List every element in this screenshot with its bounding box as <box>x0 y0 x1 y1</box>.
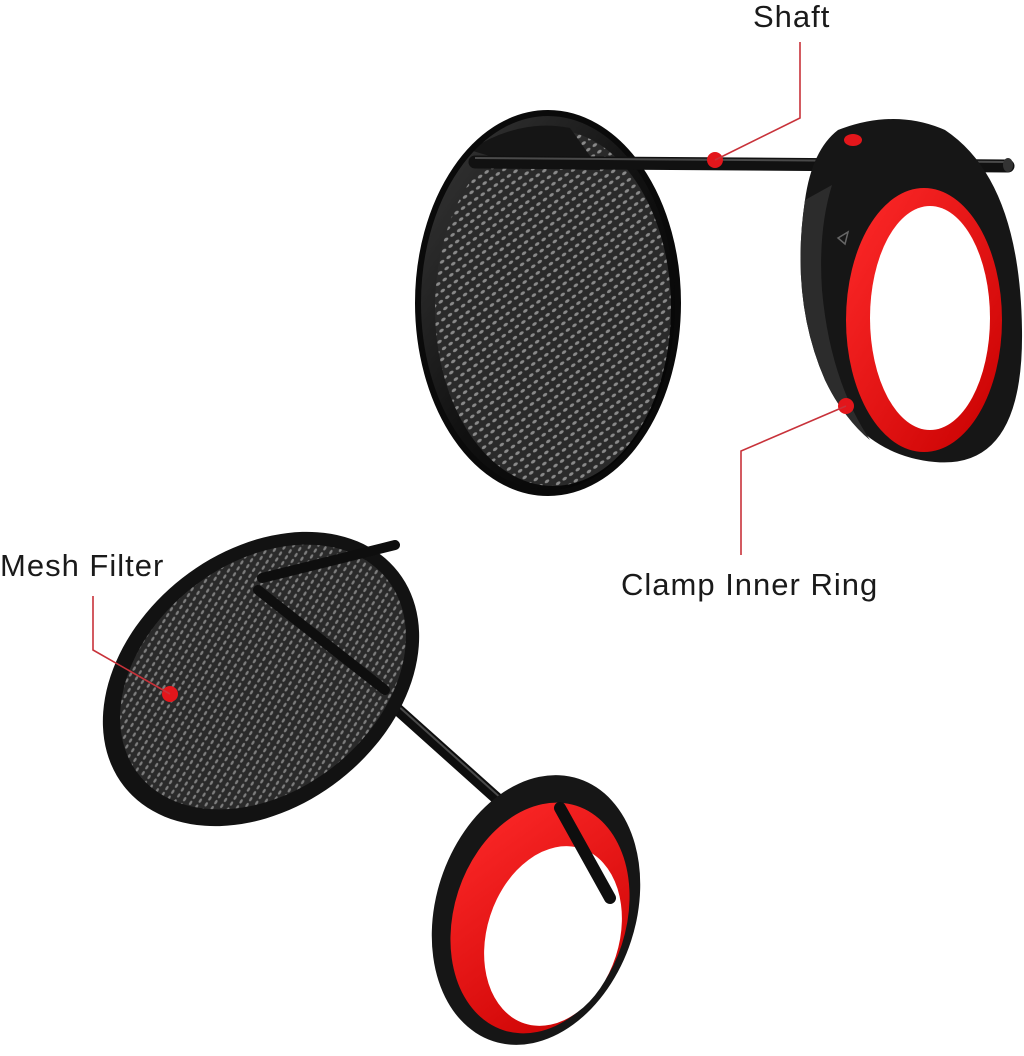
top-clamp <box>800 119 1023 463</box>
clamp-inner-ring-label: Clamp Inner Ring <box>621 567 879 602</box>
mesh-filter-label: Mesh Filter <box>0 548 165 583</box>
bottom-clamp <box>431 775 641 1045</box>
bottom-mesh-disc <box>102 531 420 827</box>
shaft-leader-line <box>714 42 801 161</box>
clamp-leader-line <box>740 405 847 555</box>
top-mesh-disc <box>415 110 681 496</box>
top-assembly <box>415 110 1023 496</box>
shaft-label: Shaft <box>753 0 831 34</box>
leader-lines <box>92 42 847 695</box>
mesh-leader-line <box>92 596 171 695</box>
bottom-assembly <box>102 531 641 1045</box>
